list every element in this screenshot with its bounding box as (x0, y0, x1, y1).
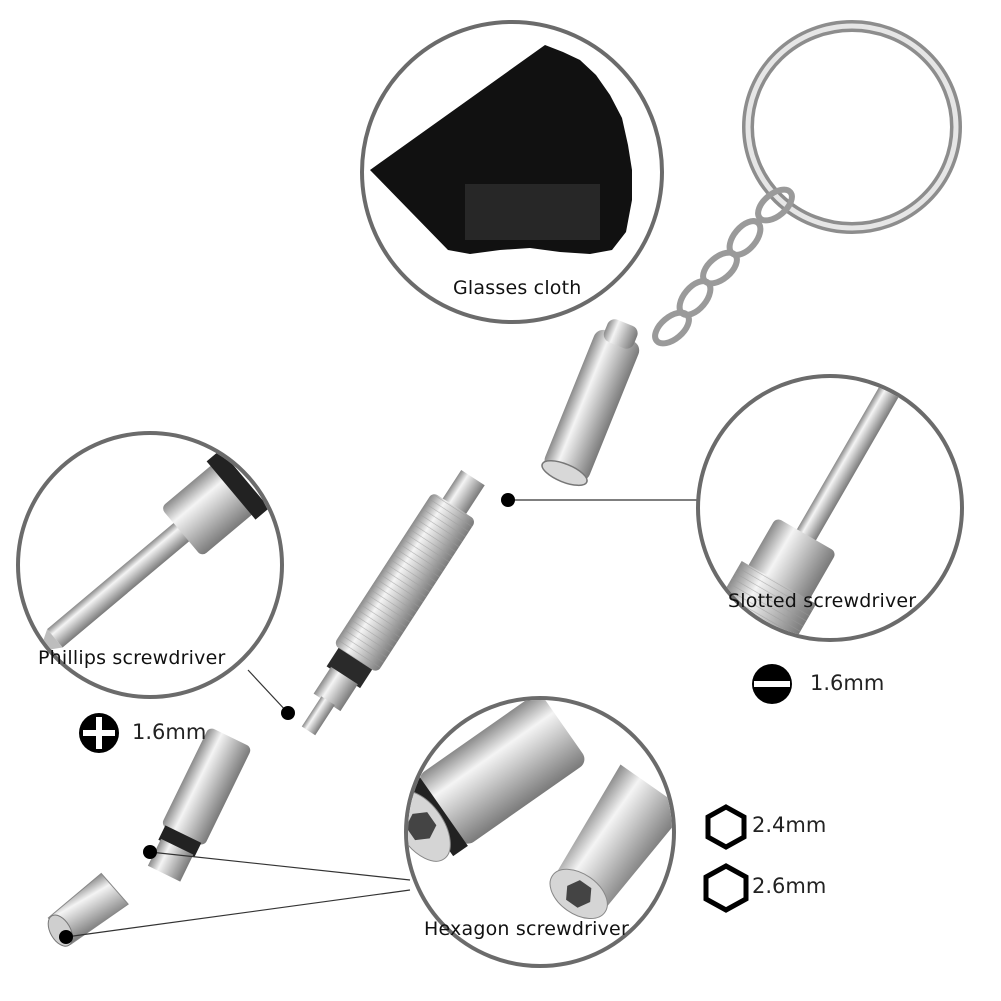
slotted-head-icon (752, 664, 792, 704)
hex-bit-tip (47, 872, 129, 947)
phillips-size-label: 1.6mm (132, 720, 207, 744)
callout-dots (59, 493, 515, 944)
phillips-screwdriver-label: Phillips screwdriver (38, 647, 226, 669)
hexagon-large-icon (703, 863, 749, 913)
slotted-size-label: 1.6mm (810, 671, 885, 695)
top-cap (541, 319, 640, 487)
hexagon-small-icon (705, 804, 747, 850)
glasses-cloth-callout (360, 20, 664, 324)
key-chain (652, 186, 795, 347)
phillips-head-icon (79, 713, 119, 753)
slotted-callout (696, 374, 964, 642)
slotted-screwdriver-label: Slotted screwdriver (728, 590, 917, 612)
hexagon-callout (404, 696, 676, 968)
phillips-callout (16, 431, 284, 699)
screwdriver-handle (301, 469, 485, 736)
callout-lines (65, 499, 700, 938)
glasses-cloth-label: Glasses cloth (453, 277, 582, 299)
key-ring (742, 20, 962, 234)
hex-large-size-label: 2.6mm (752, 874, 827, 898)
hex-small-size-label: 2.4mm (752, 813, 827, 837)
hex-bit-middle (147, 728, 251, 882)
hexagon-screwdriver-label: Hexagon screwdriver (424, 918, 629, 940)
